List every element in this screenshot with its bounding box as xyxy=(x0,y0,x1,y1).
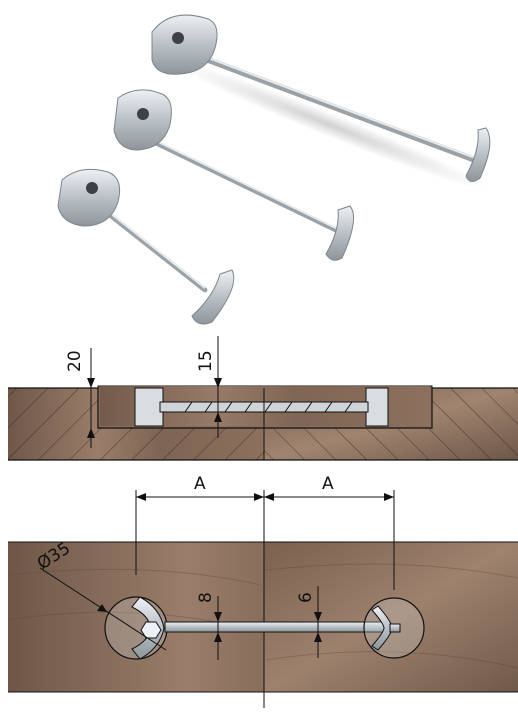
top-view: A A Ø35 8 6 xyxy=(7,474,518,708)
hardware-photo xyxy=(57,14,491,325)
bolt-thread-dia-label: 6 xyxy=(296,592,316,603)
bolt-shaft xyxy=(164,621,391,633)
large-bolt xyxy=(151,14,491,190)
bolt-body-dia-label: 8 xyxy=(196,592,216,603)
section-depth-label: 20 xyxy=(65,350,85,372)
small-bolt xyxy=(57,168,235,325)
spacing-right-label: A xyxy=(322,474,334,494)
section-bolt-depth-label: 15 xyxy=(196,350,216,372)
bolt-thread-hatch xyxy=(184,401,353,413)
medium-bolt xyxy=(113,89,355,261)
spacing-left-label: A xyxy=(194,474,206,494)
cross-section-view: 20 15 xyxy=(8,336,518,461)
